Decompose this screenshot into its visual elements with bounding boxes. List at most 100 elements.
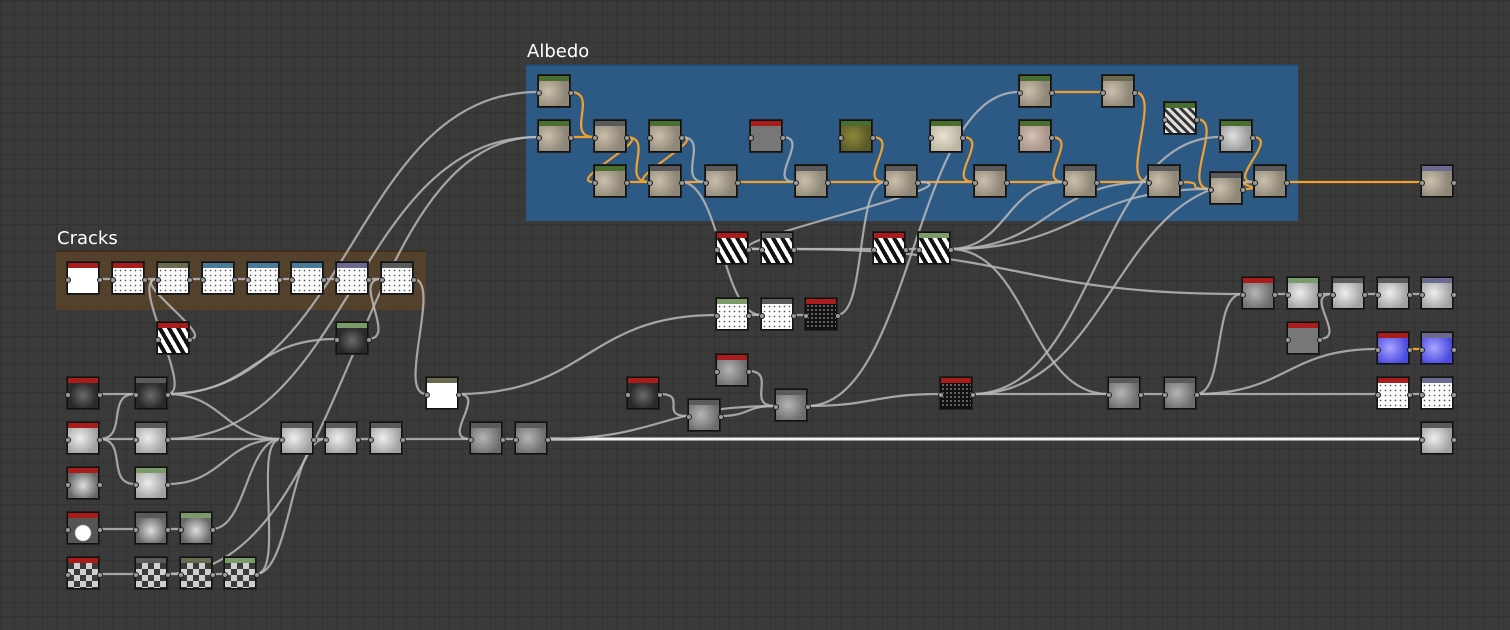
input-pin[interactable] (625, 392, 631, 398)
output-pin[interactable] (746, 247, 752, 253)
albedo-frame-title[interactable]: Albedo (527, 41, 590, 62)
output-pin[interactable] (780, 135, 786, 141)
input-pin[interactable] (938, 392, 944, 398)
node-a8[interactable] (748, 120, 786, 152)
input-pin[interactable] (1419, 392, 1425, 398)
output-pin[interactable] (355, 437, 361, 443)
input-pin[interactable] (714, 369, 720, 375)
output-pin[interactable] (1250, 135, 1256, 141)
input-pin[interactable] (513, 437, 519, 443)
node-m1[interactable] (714, 232, 752, 264)
input-pin[interactable] (1146, 180, 1152, 186)
node-n17[interactable] (323, 422, 361, 454)
node-n1[interactable] (155, 322, 193, 354)
output-pin[interactable] (1317, 292, 1323, 298)
wire-n19-n20[interactable] (457, 392, 471, 441)
wire-m11-a14[interactable] (806, 90, 1020, 408)
output-pin[interactable] (679, 180, 685, 186)
node-c5[interactable] (245, 262, 283, 294)
wire-n13-a2[interactable] (166, 135, 539, 576)
output-pin[interactable] (1451, 437, 1457, 443)
output-pin[interactable] (1451, 392, 1457, 398)
wire-m7-a16[interactable] (949, 180, 1065, 251)
output-pin[interactable] (1451, 180, 1457, 186)
node-m13[interactable] (1106, 377, 1144, 409)
output-pin[interactable] (735, 180, 741, 186)
input-pin[interactable] (972, 180, 978, 186)
node-n12[interactable] (65, 557, 103, 589)
input-pin[interactable] (245, 277, 251, 283)
output-pin[interactable] (791, 247, 797, 253)
output-pin[interactable] (366, 277, 372, 283)
node-m10[interactable] (686, 399, 724, 431)
node-a2[interactable] (536, 120, 574, 152)
input-pin[interactable] (424, 392, 430, 398)
input-pin[interactable] (592, 135, 598, 141)
output-pin[interactable] (1132, 90, 1138, 96)
output-pin[interactable] (1451, 347, 1457, 353)
input-pin[interactable] (1330, 292, 1336, 298)
node-a1[interactable] (536, 75, 574, 107)
node-a4[interactable] (647, 120, 685, 152)
node-r7[interactable] (1375, 377, 1413, 409)
output-pin[interactable] (1194, 117, 1200, 123)
node-n14[interactable] (178, 557, 216, 589)
wire-a3-a6[interactable] (625, 135, 650, 184)
node-a21[interactable] (1208, 172, 1246, 204)
wire-n4-n2[interactable] (166, 337, 337, 396)
node-m6[interactable] (871, 232, 909, 264)
wire-m14-r6[interactable] (1195, 347, 1378, 396)
input-pin[interactable] (759, 313, 765, 319)
output-pin[interactable] (97, 277, 103, 283)
output-pin[interactable] (400, 437, 406, 443)
output-pin[interactable] (1194, 392, 1200, 398)
wire-a10-a11[interactable] (871, 135, 886, 184)
node-m7[interactable] (916, 232, 954, 264)
node-c4[interactable] (200, 262, 238, 294)
input-pin[interactable] (838, 135, 844, 141)
input-pin[interactable] (65, 482, 71, 488)
output-pin[interactable] (1272, 292, 1278, 298)
node-a5[interactable] (592, 165, 630, 197)
input-pin[interactable] (748, 135, 754, 141)
node-a15[interactable] (1017, 120, 1055, 152)
input-pin[interactable] (1017, 90, 1023, 96)
wire-n19-m3[interactable] (457, 313, 717, 396)
input-pin[interactable] (759, 247, 765, 253)
input-pin[interactable] (1240, 292, 1246, 298)
output-pin[interactable] (97, 482, 103, 488)
input-pin[interactable] (1062, 180, 1068, 186)
output-pin[interactable] (1407, 292, 1413, 298)
input-pin[interactable] (1285, 292, 1291, 298)
output-pin[interactable] (97, 572, 103, 578)
input-pin[interactable] (323, 437, 329, 443)
output-pin[interactable] (210, 572, 216, 578)
input-pin[interactable] (536, 135, 542, 141)
output-pin[interactable] (277, 277, 283, 283)
wire-a3-a5[interactable] (586, 135, 634, 184)
output-pin[interactable] (791, 313, 797, 319)
node-n5[interactable] (65, 422, 103, 454)
node-n10[interactable] (133, 512, 171, 544)
wire-a20-a22[interactable] (1244, 135, 1262, 184)
input-pin[interactable] (133, 572, 139, 578)
input-pin[interactable] (178, 572, 184, 578)
input-pin[interactable] (714, 247, 720, 253)
node-c6[interactable] (289, 262, 327, 294)
output-pin[interactable] (948, 247, 954, 253)
input-pin[interactable] (647, 135, 653, 141)
input-pin[interactable] (133, 437, 139, 443)
output-pin[interactable] (915, 180, 921, 186)
wire-r5-r3[interactable] (1318, 292, 1333, 341)
node-m12[interactable] (938, 377, 976, 409)
output-pin[interactable] (1451, 292, 1457, 298)
node-a3[interactable] (592, 120, 630, 152)
input-pin[interactable] (133, 482, 139, 488)
input-pin[interactable] (1162, 117, 1168, 123)
input-pin[interactable] (1017, 135, 1023, 141)
output-pin[interactable] (232, 277, 238, 283)
input-pin[interactable] (1419, 180, 1425, 186)
node-m2[interactable] (759, 232, 797, 264)
wire-m11-m12[interactable] (806, 392, 941, 408)
